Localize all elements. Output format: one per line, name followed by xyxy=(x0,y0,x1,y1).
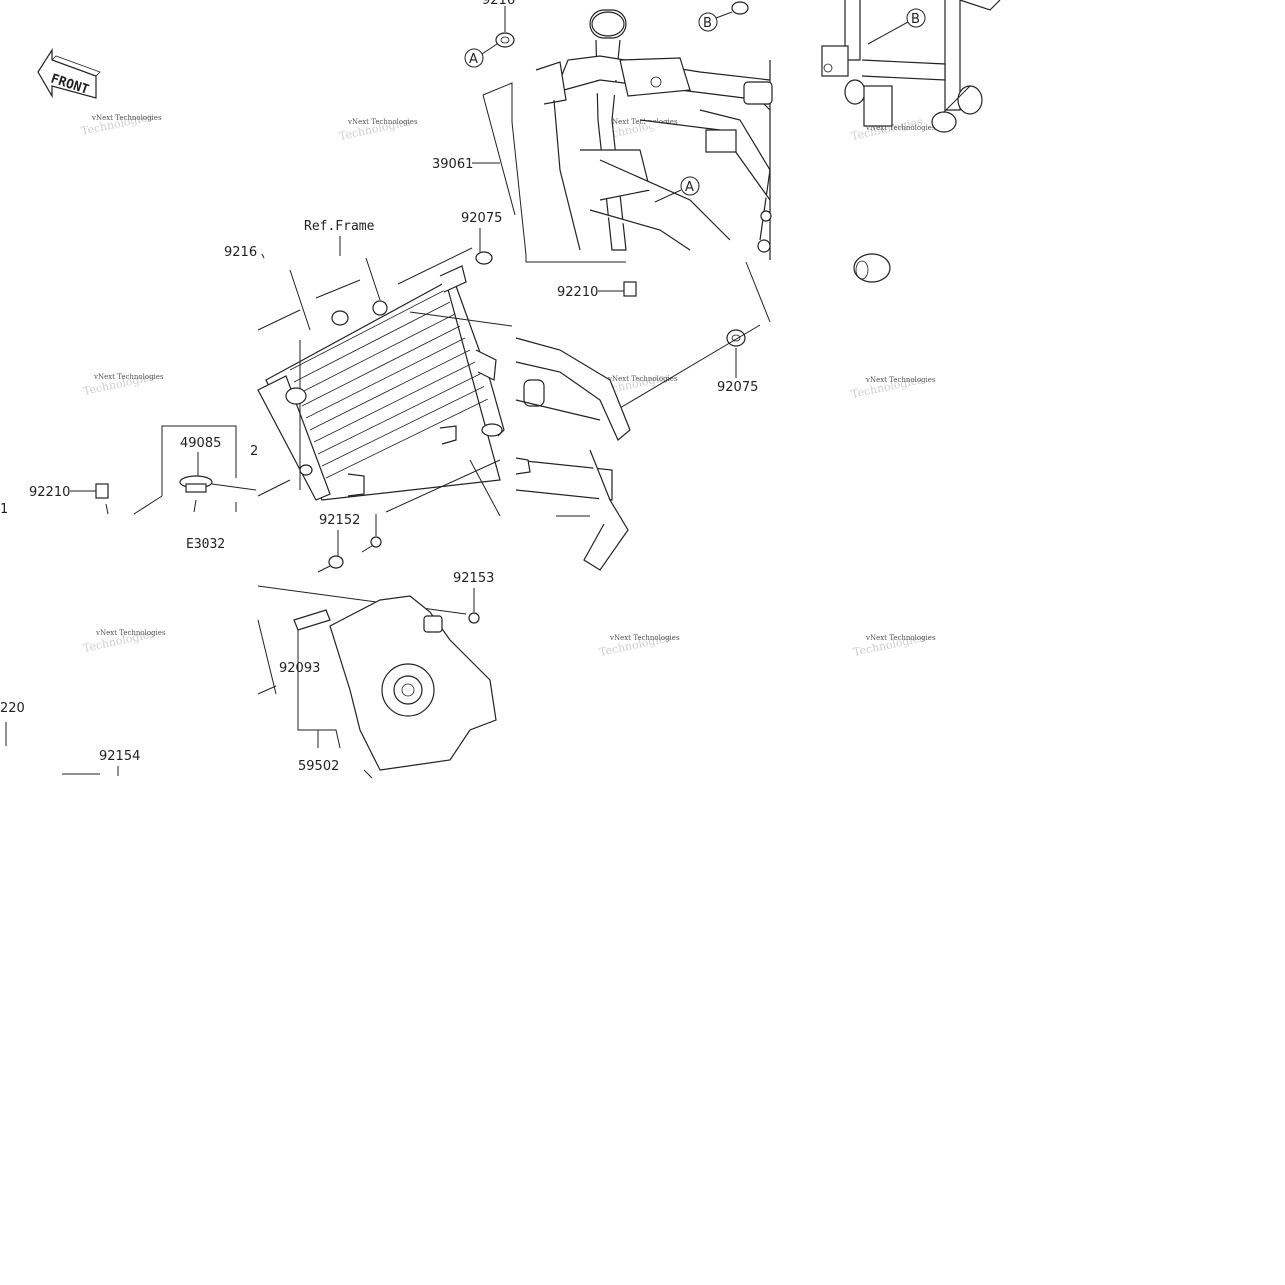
svg-text:vNext Technologies: vNext Technologies xyxy=(865,376,936,384)
label-92075-right: 92075 xyxy=(717,380,758,395)
svg-text:vNext Technologies: vNext Technologies xyxy=(865,124,936,132)
svg-text:A: A xyxy=(469,52,478,67)
svg-text:vNext Technologies: vNext Technologies xyxy=(607,118,678,126)
clip-92210-top xyxy=(623,281,637,297)
label-e3032: E3032 xyxy=(186,537,225,552)
svg-text:B: B xyxy=(703,16,712,31)
label-92075-top: 92075 xyxy=(461,211,502,226)
svg-text:vNext Technologies: vNext Technologies xyxy=(609,634,680,642)
marker-a-top: A xyxy=(464,43,498,68)
svg-text:vNext Technologies: vNext Technologies xyxy=(95,629,166,637)
label-1-left: 1 xyxy=(0,502,8,517)
svg-text:B: B xyxy=(911,12,920,27)
bolt-92152-b xyxy=(361,536,382,553)
watermark-4: Technologies vNext Technologies xyxy=(850,115,936,143)
label-92093: 92093 xyxy=(279,661,320,676)
label-92210-top: 92210 xyxy=(557,285,598,300)
label-49085: 49085 xyxy=(180,436,221,451)
label-59502: 59502 xyxy=(298,759,339,774)
watermark-12: Technologies vNext Technologies xyxy=(852,631,936,659)
label-92152: 92152 xyxy=(319,513,360,528)
fan-shroud xyxy=(257,595,497,779)
radiator xyxy=(257,247,513,513)
watermark-8: Technologies vNext Technologies xyxy=(850,373,936,401)
marker-a-mid: A xyxy=(654,176,700,203)
watermark-11: Technologies vNext Technologies xyxy=(598,631,680,659)
label-ref-frame: Ref.Frame xyxy=(304,219,375,234)
label-220: 220 xyxy=(0,701,25,716)
grommet-b-top: B xyxy=(698,1,749,32)
frame-assembly xyxy=(472,9,773,263)
frame-lower-section xyxy=(469,337,631,571)
svg-text:vNext Technologies: vNext Technologies xyxy=(93,373,164,381)
grommet-92075-top xyxy=(475,251,493,265)
watermark-2: Technologies vNext Technologies xyxy=(338,115,418,143)
frame-right-section: B xyxy=(821,0,1001,283)
label-9216: 9216 xyxy=(224,245,257,260)
clip-92210-left xyxy=(95,483,109,499)
label-2: 2 xyxy=(250,444,258,459)
label-9216-top: 9216 xyxy=(482,0,515,8)
svg-text:vNext Technologies: vNext Technologies xyxy=(607,375,678,383)
bolt-92153 xyxy=(257,585,480,624)
bolt-92152-a xyxy=(317,555,344,573)
front-arrow-icon: FRONT xyxy=(37,47,101,99)
watermark-9: Technologies vNext Technologies xyxy=(82,627,166,655)
label-39061: 39061 xyxy=(432,157,473,172)
label-92153: 92153 xyxy=(453,571,494,586)
radiator-cap xyxy=(179,475,257,493)
label-92154: 92154 xyxy=(99,749,140,764)
svg-text:vNext Technologies: vNext Technologies xyxy=(865,634,936,642)
label-92210-left: 92210 xyxy=(29,485,70,500)
watermark-1: Technologies vNext Technologies xyxy=(80,110,162,138)
svg-text:vNext Technologies: vNext Technologies xyxy=(91,114,162,122)
svg-text:A: A xyxy=(685,180,694,195)
watermark-5: Technologies vNext Technologies xyxy=(82,370,164,398)
svg-text:vNext Technologies: vNext Technologies xyxy=(347,118,418,126)
grommet-92075-right xyxy=(619,261,771,409)
grommet-top xyxy=(495,6,515,48)
